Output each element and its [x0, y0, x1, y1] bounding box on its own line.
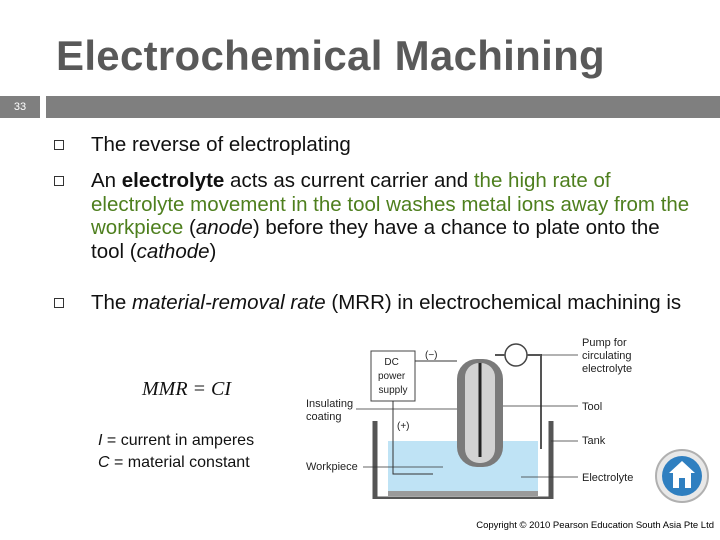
dc-label-line: supply [379, 385, 408, 396]
slide-number: 33 [13, 101, 27, 113]
positive-wire [392, 401, 433, 475]
minus-label: (−) [425, 350, 438, 361]
pump-label-line: electrolyte [582, 363, 632, 375]
slide-number-bar [0, 96, 40, 118]
mrr-formula: MMR = CI [142, 378, 232, 400]
definition-text: = material constant [109, 454, 250, 471]
bullet-2-cathode: cathode [136, 239, 210, 263]
bullet-2-mid: acts as current carrier and [224, 169, 474, 192]
plus-label: (+) [397, 421, 410, 432]
insulating-label-line: Insulating [306, 398, 353, 410]
dc-supply-label: DC power supply [378, 357, 408, 396]
pump-outlet-pipe [527, 354, 542, 449]
bullet-2-paren-close: ) before they have a chance to plate ont… [91, 216, 660, 263]
bullet-1-text: The reverse of electroplating [91, 133, 351, 156]
bullet-2-paren-open: ( [183, 216, 196, 239]
dc-supply-box [370, 350, 416, 402]
bullet-2-anode: anode [195, 216, 253, 239]
bullet-item-3: The material-removal rate (MRR) in elect… [91, 291, 691, 315]
pump-label-line: circulating [582, 350, 632, 362]
bullet-item-1: The reverse of electroplating [91, 133, 691, 157]
bullet-2-bold: electrolyte [121, 169, 225, 192]
bullet-square-icon [54, 298, 64, 308]
bullet-2-pre: An [91, 169, 122, 192]
pump-label: Pump for circulating electrolyte [582, 337, 635, 375]
workpiece-label: Workpiece [306, 461, 358, 473]
title-rule-bar [46, 96, 720, 118]
ecm-diagram: DC power supply (−) (+) Pump for circula… [293, 329, 653, 502]
definition-text: = current in amperes [102, 432, 255, 449]
bullet-3-italic: material-removal rate [132, 291, 326, 314]
definition-symbol: I [98, 432, 103, 449]
pump-circle [504, 343, 528, 367]
bullet-2-green: the high rate of electrolyte movement in… [91, 169, 690, 239]
bullet-3-pre: The [91, 291, 133, 314]
bullet-3-post: (MRR) in electrochemical machining is [325, 291, 682, 314]
electrolyte-label: Electrolyte [582, 472, 633, 484]
pump-label-line: Pump for [582, 337, 627, 349]
definition-constant: C = material constant [98, 454, 250, 472]
dc-label-line: DC [384, 357, 398, 368]
insulating-label-line: coating [306, 411, 341, 423]
bullet-square-icon [54, 140, 64, 150]
page-title: Electrochemical Machining [56, 32, 605, 79]
bullet-square-icon [54, 176, 64, 186]
tank-label: Tank [582, 435, 606, 447]
dc-label-line: power [378, 371, 406, 382]
definition-current: I = current in amperes [98, 432, 254, 450]
bullet-2-end: ) [209, 239, 217, 263]
workpiece-block [388, 491, 538, 496]
bullet-item-2: An electrolyte acts as current carrier a… [91, 169, 691, 263]
tool-label: Tool [582, 401, 602, 413]
insulating-label: Insulating coating [306, 398, 356, 423]
home-icon[interactable] [654, 448, 710, 504]
copyright-footer: Copyright © 2010 Pearson Education South… [476, 520, 714, 531]
definition-symbol: C [98, 454, 110, 471]
